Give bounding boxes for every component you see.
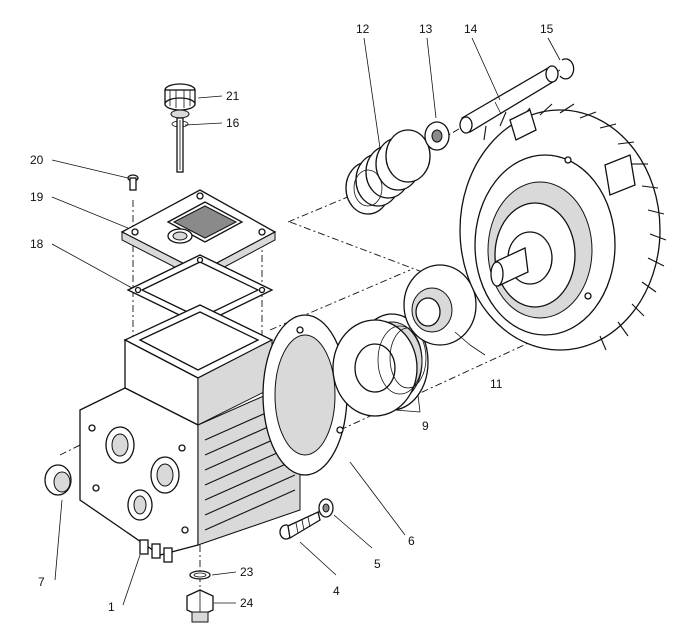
callout-7: 7 — [38, 575, 45, 589]
callout-9: 9 — [422, 419, 429, 433]
circlip-part — [559, 58, 575, 80]
callout-13: 13 — [419, 22, 433, 36]
callout-23: 23 — [240, 565, 254, 579]
seal-disc-part — [403, 264, 477, 346]
callout-21: 21 — [226, 89, 240, 103]
callout-16: 16 — [226, 116, 240, 130]
bearing-part — [332, 313, 429, 417]
callout-12: 12 — [356, 22, 370, 36]
screw-part-20 — [127, 174, 139, 191]
drain-plug-part-24 — [186, 589, 214, 623]
dipstick-part — [171, 117, 189, 173]
callout-labels: 12 13 14 15 21 16 20 19 18 11 9 6 5 4 7 … — [30, 22, 554, 614]
callout-19: 19 — [30, 190, 44, 204]
pump-housing-part — [79, 304, 348, 563]
washer-part-5 — [318, 498, 334, 518]
callout-11: 11 — [490, 377, 503, 391]
callout-15: 15 — [540, 22, 554, 36]
side-plug-part — [44, 464, 72, 496]
leader-lines — [51, 37, 561, 606]
fan-housing-part — [459, 103, 667, 351]
screw-part-4 — [279, 511, 321, 540]
o-ring-part-23 — [189, 570, 211, 580]
callout-18: 18 — [30, 237, 44, 251]
callout-4: 4 — [333, 584, 340, 598]
spring-part — [345, 129, 431, 215]
callout-5: 5 — [374, 557, 381, 571]
shaft-part — [459, 65, 559, 134]
callout-24: 24 — [240, 596, 254, 610]
callout-14: 14 — [464, 22, 478, 36]
washer-part-13 — [424, 121, 450, 151]
gasket-part — [126, 254, 274, 326]
callout-6: 6 — [408, 534, 415, 548]
callout-20: 20 — [30, 153, 44, 167]
callout-1: 1 — [108, 600, 115, 614]
filler-cap-part — [164, 83, 196, 119]
